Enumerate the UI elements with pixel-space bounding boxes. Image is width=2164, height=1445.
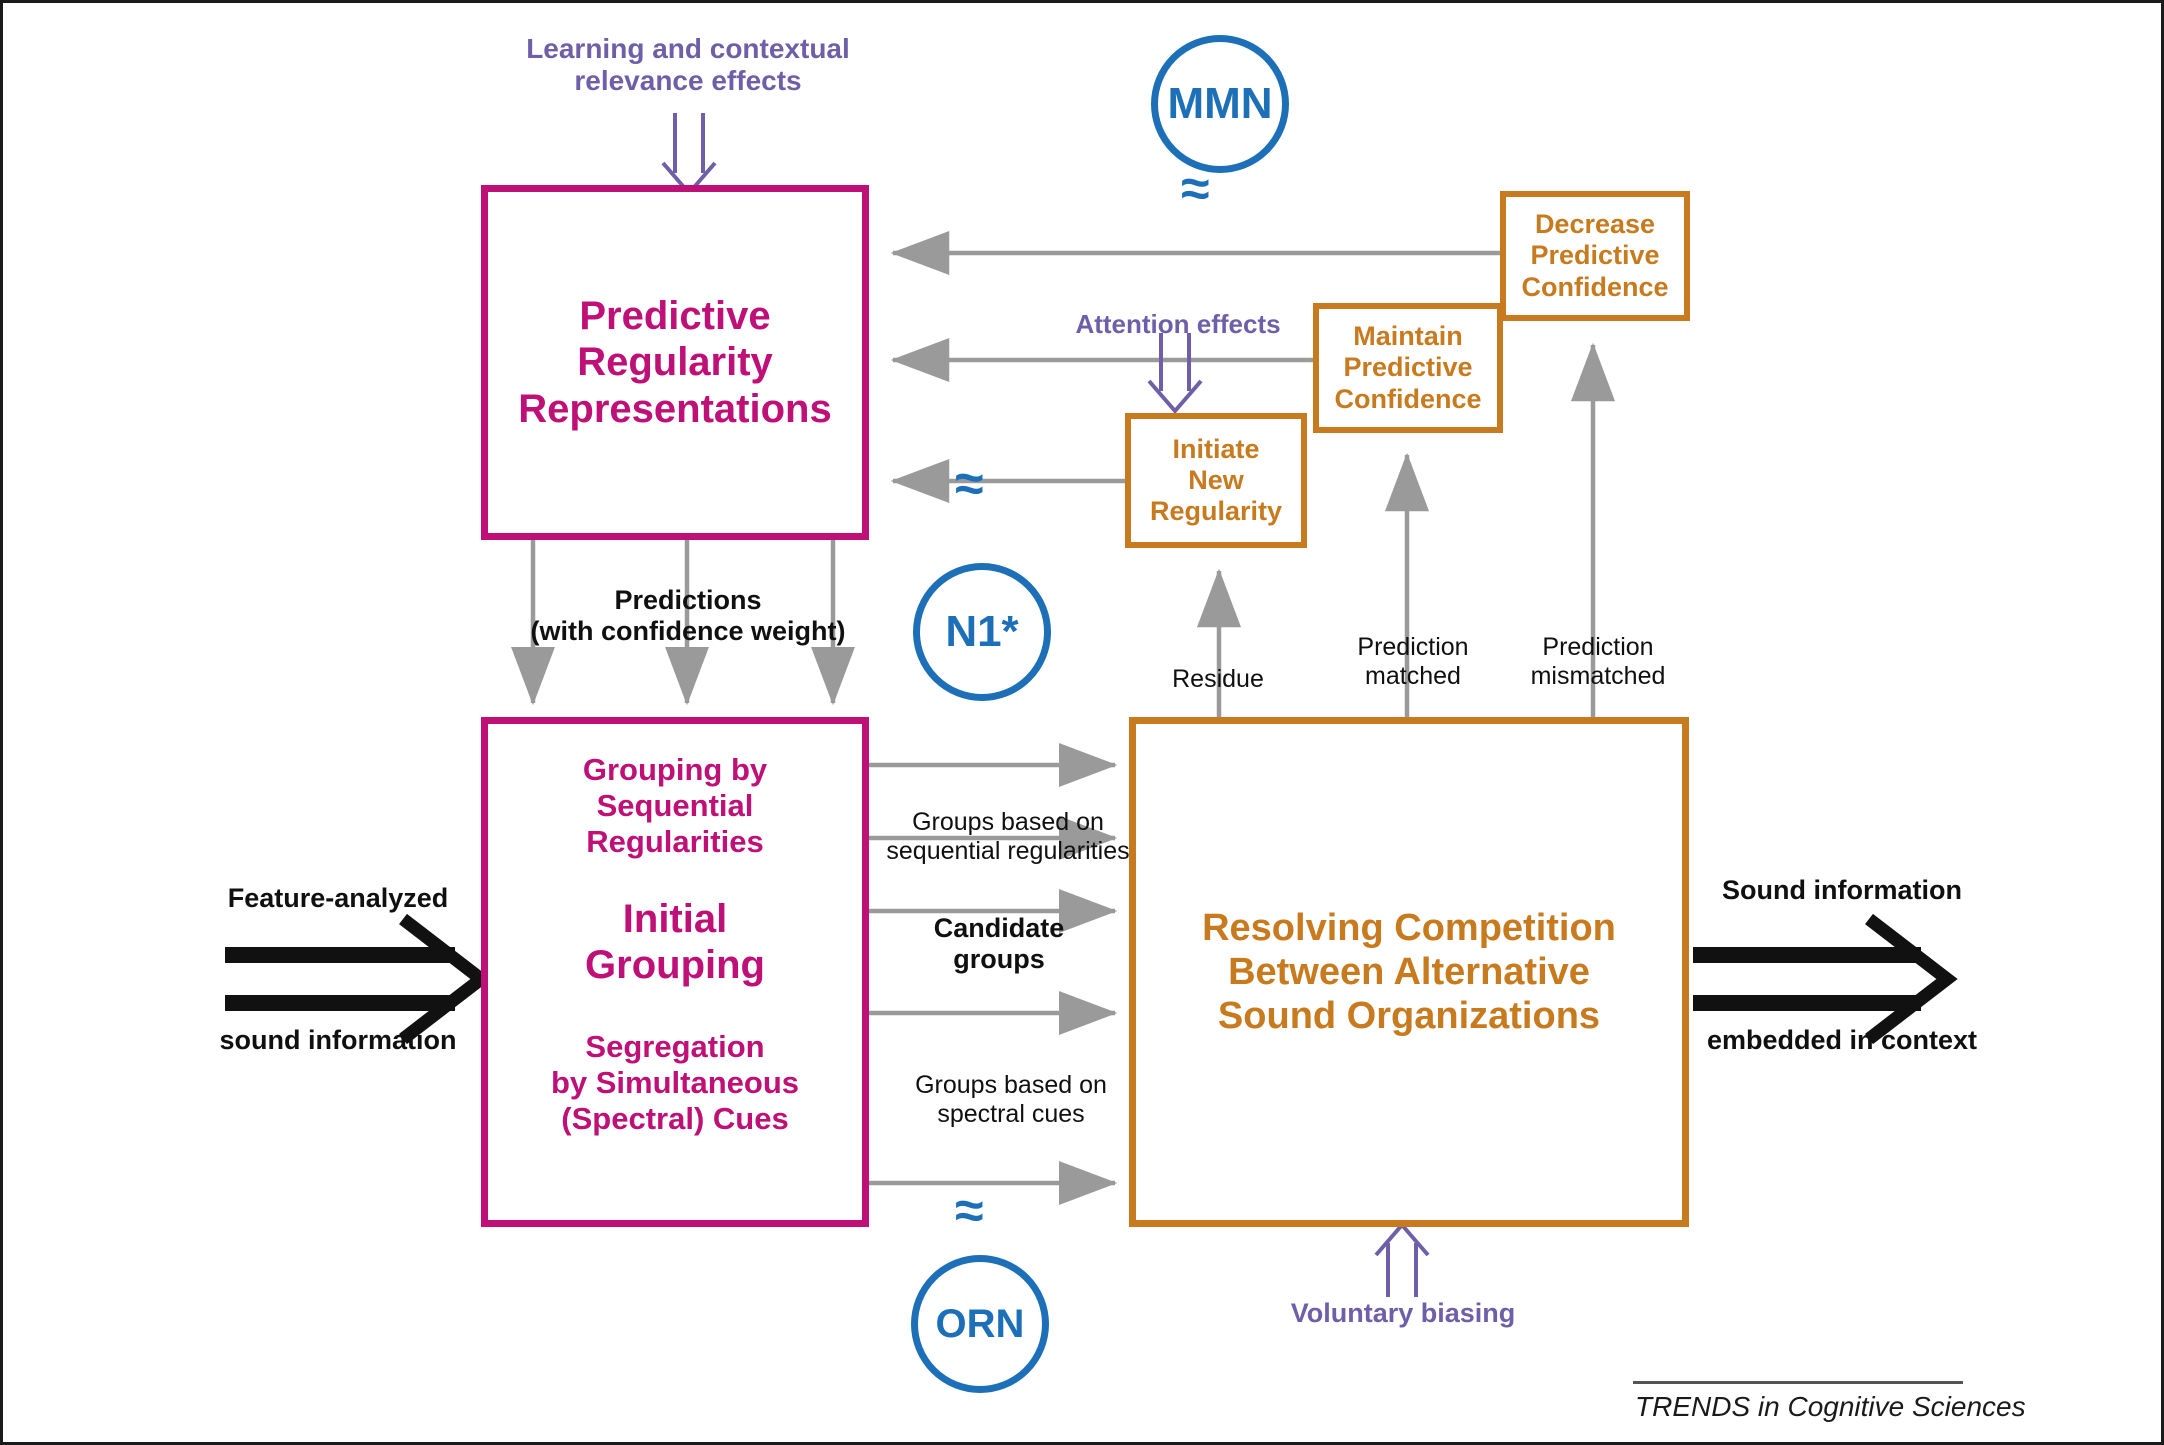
label-output-embedded-in-context: embedded in context (1697, 1025, 1987, 1056)
mpc-line-1: Maintain (1353, 321, 1463, 352)
mpc-line-3: Confidence (1334, 383, 1482, 414)
annotation-attention-effects: Attention effects (1023, 309, 1333, 339)
mmn-label: MMN (1167, 79, 1273, 128)
ig-top-line-2: Sequential (596, 787, 754, 823)
rc-line-3: Sound Organizations (1217, 995, 1601, 1038)
ig-bot-line-2: by Simultaneous (550, 1064, 800, 1100)
ig-mid-line-1: Initial (622, 896, 728, 941)
erp-marker-mmn[interactable]: MMN (1151, 35, 1289, 173)
annotation-voluntary-biasing: Voluntary biasing (1243, 1298, 1563, 1329)
label-input-feature-analyzed: Feature-analyzed (203, 883, 473, 914)
rc-line-2: Between Alternative (1228, 950, 1590, 993)
label-groups-spectral-cues: Groups based on spectral cues (891, 1071, 1131, 1129)
gsp-line-1: Groups based on (915, 1071, 1107, 1099)
footer-source-caption: TRENDS in Cognitive Sciences (1635, 1391, 2026, 1422)
ig-bot-line-1: Segregation (585, 1028, 765, 1064)
dpc-line-1: Decrease (1534, 209, 1656, 240)
box-initial-grouping[interactable]: Grouping by Sequential Regularities Init… (481, 717, 869, 1227)
predictions-line-2: (with confidence weight) (530, 616, 846, 647)
gsp-line-2: spectral cues (937, 1100, 1085, 1128)
annotation-learning-contextual-effects: Learning and contextual relevance effect… (463, 33, 913, 98)
rc-line-1: Resolving Competition (1202, 906, 1616, 949)
box-decrease-predictive-confidence[interactable]: Decrease Predictive Confidence (1500, 191, 1690, 321)
output-line-1: Sound information (1722, 875, 1962, 905)
n1-label: N1* (945, 607, 1019, 656)
label-input-sound-information: sound information (203, 1025, 473, 1056)
label-groups-sequential-regularities: Groups based on sequential regularities (883, 808, 1133, 866)
output-line-2: embedded in context (1706, 1025, 1978, 1055)
connector-layer (225, 113, 1958, 1297)
ig-top-line-1: Grouping by (582, 752, 768, 787)
dpc-line-2: Predictive (1530, 240, 1660, 271)
ig-bot-group: Segregation by Simultaneous (Spectral) C… (498, 1029, 852, 1137)
pm-line-1: Prediction (1357, 633, 1469, 661)
ig-bot-line-3: (Spectral) Cues (561, 1100, 789, 1136)
input-line-1: Feature-analyzed (227, 883, 449, 913)
inr-line-2: New (1188, 464, 1244, 495)
ig-top-line-3: Regularities (586, 823, 764, 859)
erp-marker-n1[interactable]: N1* (913, 563, 1051, 701)
inr-line-1: Initiate (1172, 433, 1260, 464)
predictions-line-1: Predictions (614, 585, 762, 615)
input-line-2: sound information (219, 1025, 457, 1055)
box-initiate-new-regularity[interactable]: Initiate New Regularity (1125, 413, 1307, 548)
ig-mid-line-2: Grouping (585, 943, 765, 988)
erp-marker-orn[interactable]: ORN (911, 1255, 1049, 1393)
label-residue: Residue (1133, 665, 1303, 694)
prr-line-2: Regularity (577, 340, 773, 385)
residue-line-1: Residue (1172, 665, 1264, 693)
label-predictions: Predictions (with confidence weight) (503, 585, 873, 648)
mmn-tilde-glyph: ≈ (1181, 160, 1210, 218)
learning-line-2: relevance effects (574, 65, 802, 97)
ig-mid-group: Initial Grouping (498, 896, 852, 989)
gs-line-2: sequential regularities (886, 837, 1130, 865)
orn-tilde-icon: ≈ (955, 1185, 984, 1237)
dpc-line-3: Confidence (1521, 271, 1669, 302)
orn-tilde-glyph: ≈ (955, 1182, 984, 1240)
pmm-line-1: Prediction (1542, 633, 1654, 661)
label-candidate-groups: Candidate groups (889, 913, 1109, 976)
box-resolving-competition[interactable]: Resolving Competition Between Alternativ… (1129, 717, 1689, 1227)
label-prediction-mismatched: Prediction mismatched (1493, 633, 1703, 691)
voluntary-line-1: Voluntary biasing (1290, 1298, 1516, 1328)
n1-tilde-icon: ≈ (955, 458, 984, 510)
attention-line-1: Attention effects (1075, 309, 1281, 339)
candidate-line-2: groups (953, 944, 1045, 975)
box-maintain-predictive-confidence[interactable]: Maintain Predictive Confidence (1313, 303, 1503, 433)
footer-divider (1633, 1381, 1963, 1384)
orn-label: ORN (935, 1301, 1025, 1346)
label-output-sound-information: Sound information (1697, 875, 1987, 906)
prr-line-3: Representations (518, 386, 832, 431)
mpc-line-2: Predictive (1343, 352, 1473, 383)
gs-line-1: Groups based on (912, 808, 1104, 836)
box-predictive-regularity-representations[interactable]: Predictive Regularity Representations (481, 185, 869, 540)
mmn-tilde-icon: ≈ (1181, 163, 1210, 215)
pmm-line-2: mismatched (1530, 662, 1666, 690)
label-prediction-matched: Prediction matched (1323, 633, 1503, 691)
ig-top-group: Grouping by Sequential Regularities (498, 752, 852, 860)
learning-line-1: Learning and contextual (526, 33, 850, 64)
pm-line-2: matched (1365, 662, 1461, 690)
prr-line-1: Predictive (579, 293, 771, 338)
n1-tilde-glyph: ≈ (955, 455, 984, 513)
candidate-line-1: Candidate (933, 913, 1065, 943)
inr-line-3: Regularity (1149, 496, 1283, 527)
